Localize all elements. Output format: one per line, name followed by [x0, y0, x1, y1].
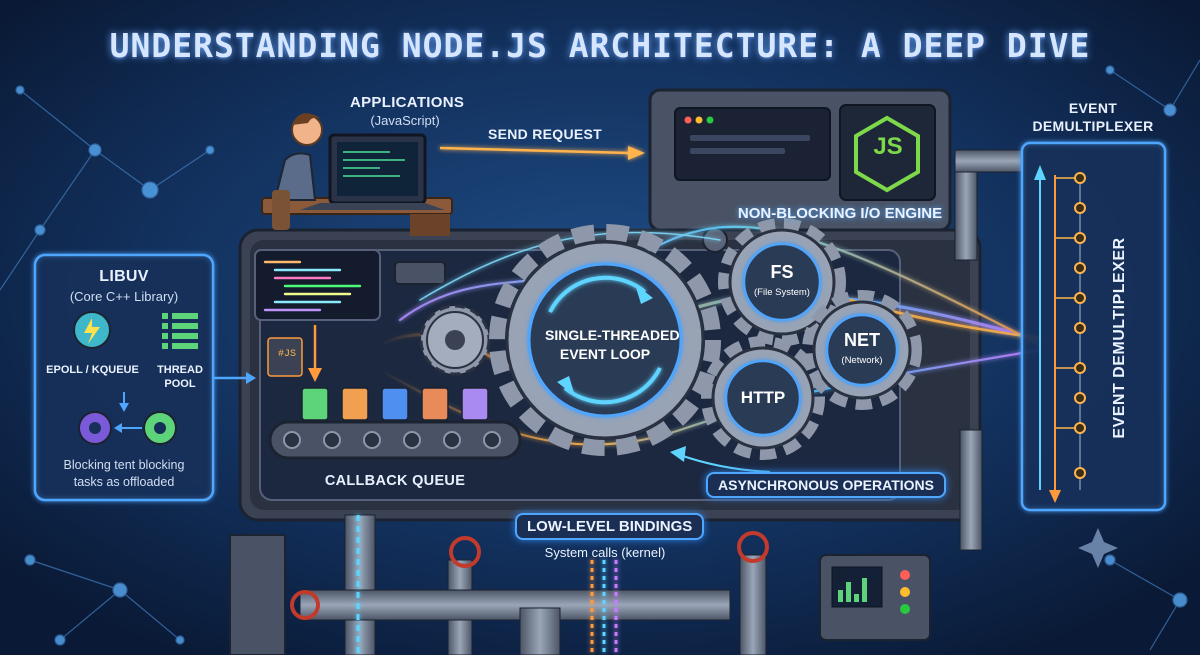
libuv-panel	[33, 253, 215, 502]
page-title: UNDERSTANDING NODE.JS ARCHITECTURE: A DE…	[109, 26, 1091, 65]
small-gear	[419, 304, 491, 376]
nodejs-logo-text: JS	[873, 133, 903, 160]
net-gear-title: NET	[844, 330, 880, 350]
event-loop-label-line1: SINGLE-THREADED	[545, 327, 680, 343]
event-demultiplexer-panel	[1020, 141, 1167, 512]
thread-pool-label-line2: POOL	[164, 378, 196, 390]
net-gear	[802, 290, 922, 410]
callback-queue-label: CALLBACK QUEUE	[324, 473, 466, 489]
event-loop-label-line2: EVENT LOOP	[559, 346, 651, 362]
queue-drop-arrow	[308, 325, 322, 382]
applications-title: APPLICATIONS	[350, 94, 465, 111]
event-loop-gear	[489, 224, 721, 456]
low-level-bindings-badge: LOW-LEVEL BINDINGS	[515, 513, 705, 540]
libuv-title: LIBUV	[99, 268, 149, 285]
send-request-label: SEND REQUEST	[487, 126, 603, 142]
bottom-pipes	[229, 514, 931, 655]
async-ops-badge: ASYNCHRONOUS OPERATIONS	[706, 472, 946, 498]
http-gear	[701, 336, 825, 460]
async-ops-arrow	[670, 446, 771, 474]
queued-callback-files	[301, 387, 489, 421]
libuv-note-line1: Blocking tent blocking	[63, 458, 185, 472]
event-demux-title-line2: DEMULTIPLEXER	[1032, 118, 1154, 134]
js-file-tag: #JS	[277, 349, 296, 360]
net-gear-subtitle: (Network)	[841, 355, 883, 366]
event-demux-vertical-label: EVENT DEMULTIPLEXER	[1111, 237, 1128, 439]
libuv-note-line2: tasks as offloaded	[73, 475, 175, 489]
data-streams-down	[356, 515, 618, 655]
non-blocking-io-label: NON-BLOCKING I/O ENGINE	[737, 205, 943, 222]
js-file-icon	[267, 337, 303, 377]
network-nodes-decoration	[0, 59, 1200, 651]
developer-illustration	[261, 113, 453, 236]
event-demux-title-line1: EVENT	[1068, 100, 1118, 116]
libuv-to-machine-arrow	[214, 372, 256, 384]
thread-pool-icon	[162, 313, 198, 349]
epoll-label: EPOLL / KQUEUE	[46, 364, 139, 376]
callback-queue-conveyor	[268, 420, 522, 460]
fs-gear-subtitle: (File System)	[754, 287, 810, 298]
nodejs-logo-icon	[854, 115, 920, 193]
libuv-subtitle: (Core C++ Library)	[69, 289, 179, 304]
send-request-arrow	[439, 146, 645, 160]
http-gear-title: HTTP	[740, 388, 786, 407]
sparkle-icon	[1078, 528, 1118, 568]
applications-subtitle: (JavaScript)	[370, 113, 440, 128]
thread-pool-label-line1: THREAD	[157, 364, 203, 376]
fs-gear-title: FS	[770, 262, 794, 282]
low-level-bindings-subtitle: System calls (kernel)	[544, 545, 666, 560]
